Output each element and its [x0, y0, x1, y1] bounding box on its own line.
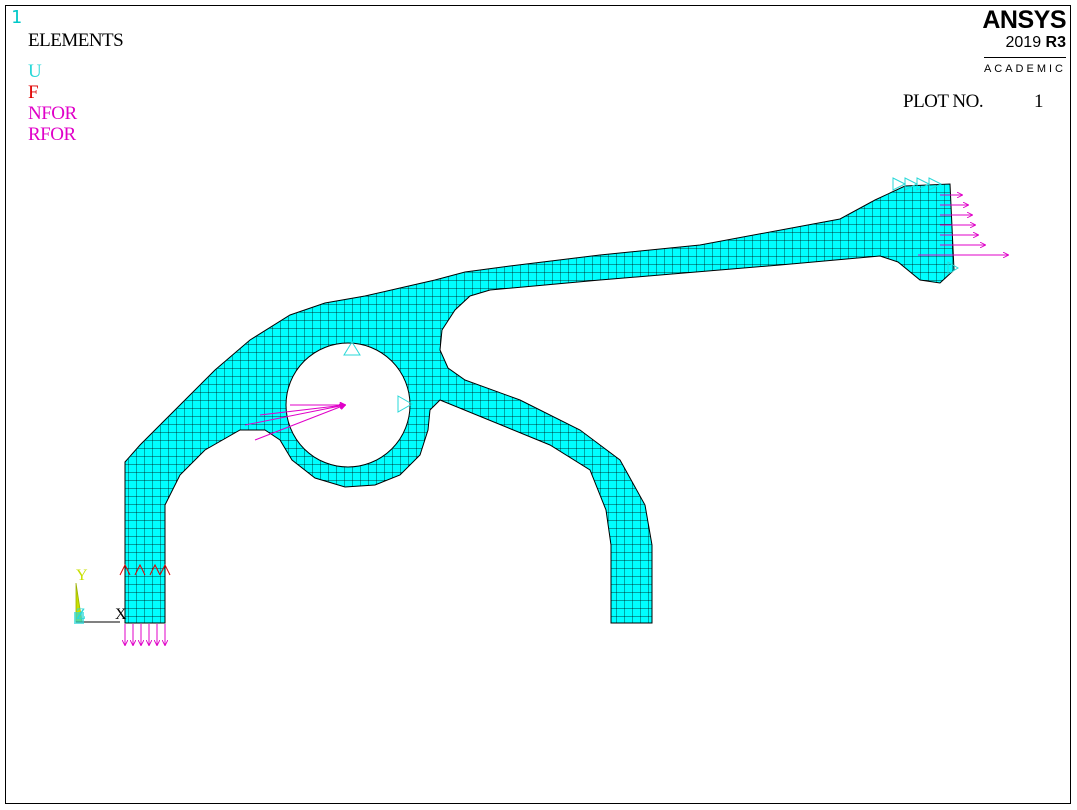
- coordinate-triad: [74, 582, 120, 624]
- window-number: 1: [11, 7, 22, 28]
- triad-x-label: X: [115, 606, 127, 623]
- force-arrow-icon: [259, 405, 345, 416]
- constraint-triangle-icon: [947, 261, 959, 275]
- triad-y-label: Y: [76, 567, 88, 584]
- logo-brand: ANSYS: [982, 6, 1066, 34]
- plot-number-value: 1: [1034, 91, 1044, 112]
- constraint-triangle-icon: [928, 177, 943, 191]
- logo-edition: ACADEMIC: [983, 63, 1066, 75]
- constraint-triangle-icon: [916, 177, 931, 191]
- ansys-logo: ANSYS 2019 R3 ACADEMIC: [966, 6, 1066, 76]
- legend-rfor: RFOR: [28, 124, 76, 145]
- plot-type-label: ELEMENTS: [28, 30, 124, 51]
- applied-forces: [119, 563, 171, 576]
- legend-u: U: [28, 61, 42, 82]
- force-arrow-icon: [244, 405, 345, 426]
- legend-nfor: NFOR: [28, 103, 77, 124]
- force-arrow-icon: [254, 405, 345, 441]
- logo-version-year: 2019: [1005, 34, 1042, 51]
- logo-version: 2019 R3: [966, 34, 1067, 52]
- nodal-forces: [125, 195, 1008, 645]
- plot-number-label: PLOT NO.: [903, 91, 984, 112]
- constraints-u: [343, 177, 959, 413]
- logo-divider: [984, 57, 1066, 58]
- constraint-triangle-icon: [397, 395, 414, 413]
- element-mesh[interactable]: [124, 183, 955, 624]
- constraint-triangle-icon: [892, 177, 907, 191]
- legend-f: F: [28, 82, 39, 103]
- constraint-triangle-icon: [343, 341, 361, 356]
- triad-z-label: Z: [76, 606, 86, 623]
- constraint-triangle-icon: [904, 177, 919, 191]
- logo-release: R3: [1045, 34, 1066, 51]
- left-leg-mesh: [124, 183, 955, 624]
